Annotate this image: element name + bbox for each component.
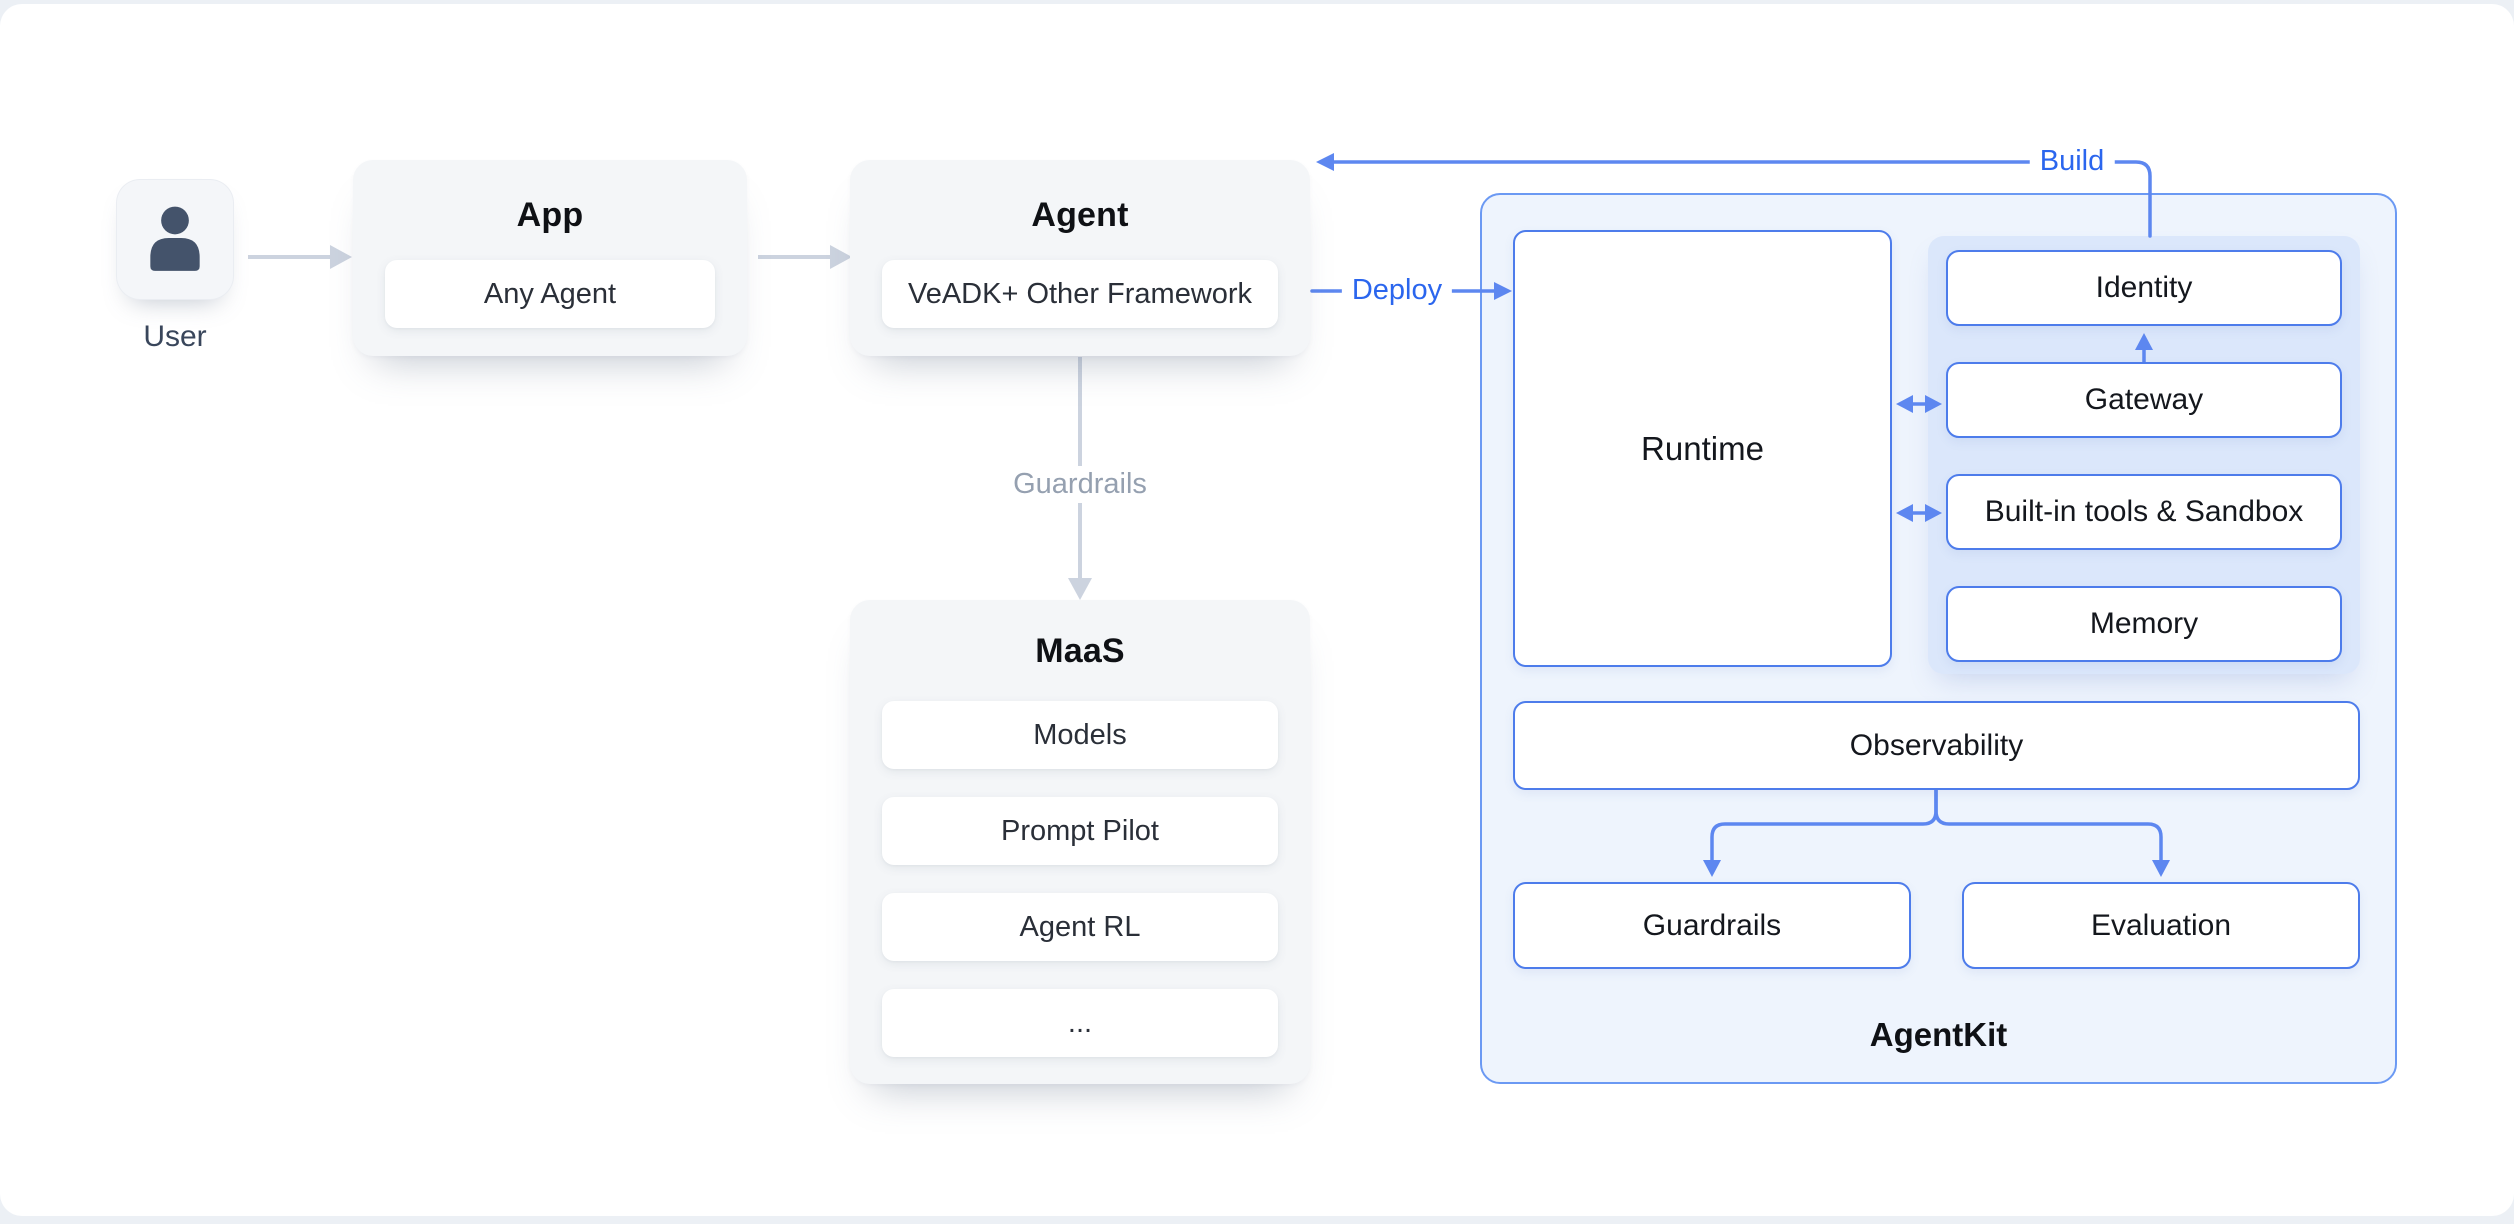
evaluation-box: Evaluation — [1962, 882, 2360, 969]
observability-box: Observability — [1513, 701, 2360, 790]
diagram-canvas: User App Any Agent Agent VeADK+ Other Fr… — [0, 4, 2514, 1216]
runtime-tools-arrow — [1896, 504, 1942, 522]
person-icon — [150, 206, 200, 271]
maas-title: MaaS — [1035, 632, 1125, 670]
gateway-to-identity-arrow — [2135, 333, 2153, 364]
app-to-agent-arrow — [758, 245, 852, 269]
app-node: App Any Agent — [353, 160, 747, 356]
user-label: User — [143, 320, 207, 353]
app-title: App — [516, 196, 584, 234]
user-node — [116, 179, 234, 300]
app-item-any-agent: Any Agent — [385, 260, 715, 328]
agent-node: Agent VeADK+ Other Framework — [850, 160, 1310, 356]
maas-item-models: Models — [882, 701, 1278, 769]
maas-item-prompt-pilot: Prompt Pilot — [882, 797, 1278, 865]
build-arrow — [1316, 153, 2152, 238]
build-edge-label: Build — [2029, 143, 2115, 180]
user-to-app-arrow — [248, 245, 352, 269]
observability-branch-arrows — [1703, 790, 2170, 877]
guardrails-box: Guardrails — [1513, 882, 1911, 969]
agentkit-title: AgentKit — [1869, 1016, 2008, 1053]
agent-title: Agent — [1031, 196, 1129, 234]
agent-item-veadk: VeADK+ Other Framework — [882, 260, 1278, 328]
deploy-edge-label: Deploy — [1341, 272, 1453, 309]
runtime-box: Runtime — [1513, 230, 1892, 667]
maas-node: MaaS Models Prompt Pilot Agent RL ... — [850, 600, 1310, 1084]
guardrails-edge-label: Guardrails — [1003, 466, 1157, 503]
builtin-tools-sandbox-box: Built-in tools & Sandbox — [1946, 474, 2342, 550]
maas-item-agent-rl: Agent RL — [882, 893, 1278, 961]
runtime-gateway-arrow — [1896, 395, 1942, 413]
memory-box: Memory — [1946, 586, 2342, 662]
identity-box: Identity — [1946, 250, 2342, 326]
gateway-box: Gateway — [1946, 362, 2342, 438]
maas-item-more: ... — [882, 989, 1278, 1057]
